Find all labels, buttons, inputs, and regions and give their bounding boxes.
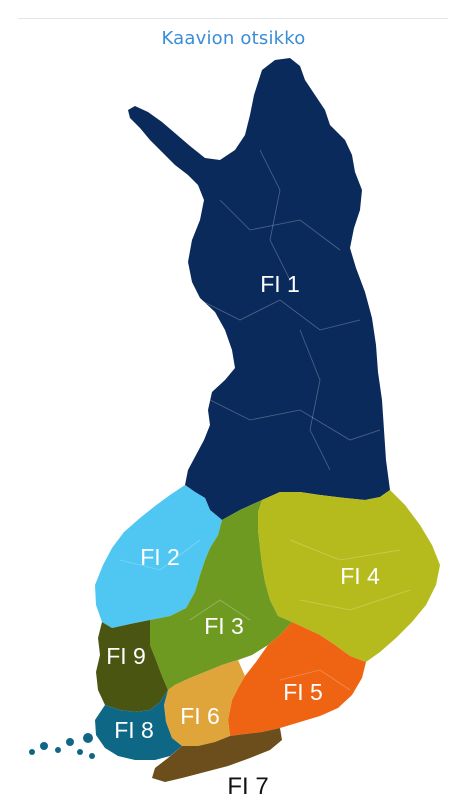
label-fi3: FI 3 bbox=[204, 613, 244, 639]
region-fi7[interactable] bbox=[152, 728, 282, 782]
chart-title: Kaavion otsikko bbox=[161, 28, 306, 49]
label-fi4: FI 4 bbox=[340, 563, 380, 589]
label-fi2: FI 2 bbox=[140, 544, 180, 570]
label-fi9: FI 9 bbox=[106, 643, 146, 669]
region-fi5[interactable] bbox=[228, 622, 366, 736]
title-divider bbox=[18, 18, 448, 19]
label-fi1: FI 1 bbox=[260, 271, 300, 297]
region-fi9[interactable] bbox=[96, 620, 168, 712]
label-fi8: FI 8 bbox=[114, 717, 154, 743]
region-fi3[interactable] bbox=[150, 500, 292, 690]
region-fi8[interactable] bbox=[95, 690, 182, 760]
label-fi7: FI 7 bbox=[227, 773, 268, 798]
region-fi2[interactable] bbox=[95, 485, 222, 628]
label-fi5: FI 5 bbox=[283, 679, 323, 705]
region-fi4[interactable] bbox=[258, 490, 440, 662]
archipelago-islands bbox=[29, 733, 95, 759]
label-fi6: FI 6 bbox=[180, 703, 220, 729]
municipality-borders bbox=[119, 149, 411, 691]
region-fi1[interactable] bbox=[128, 58, 390, 520]
region-fi6[interactable] bbox=[164, 660, 245, 746]
